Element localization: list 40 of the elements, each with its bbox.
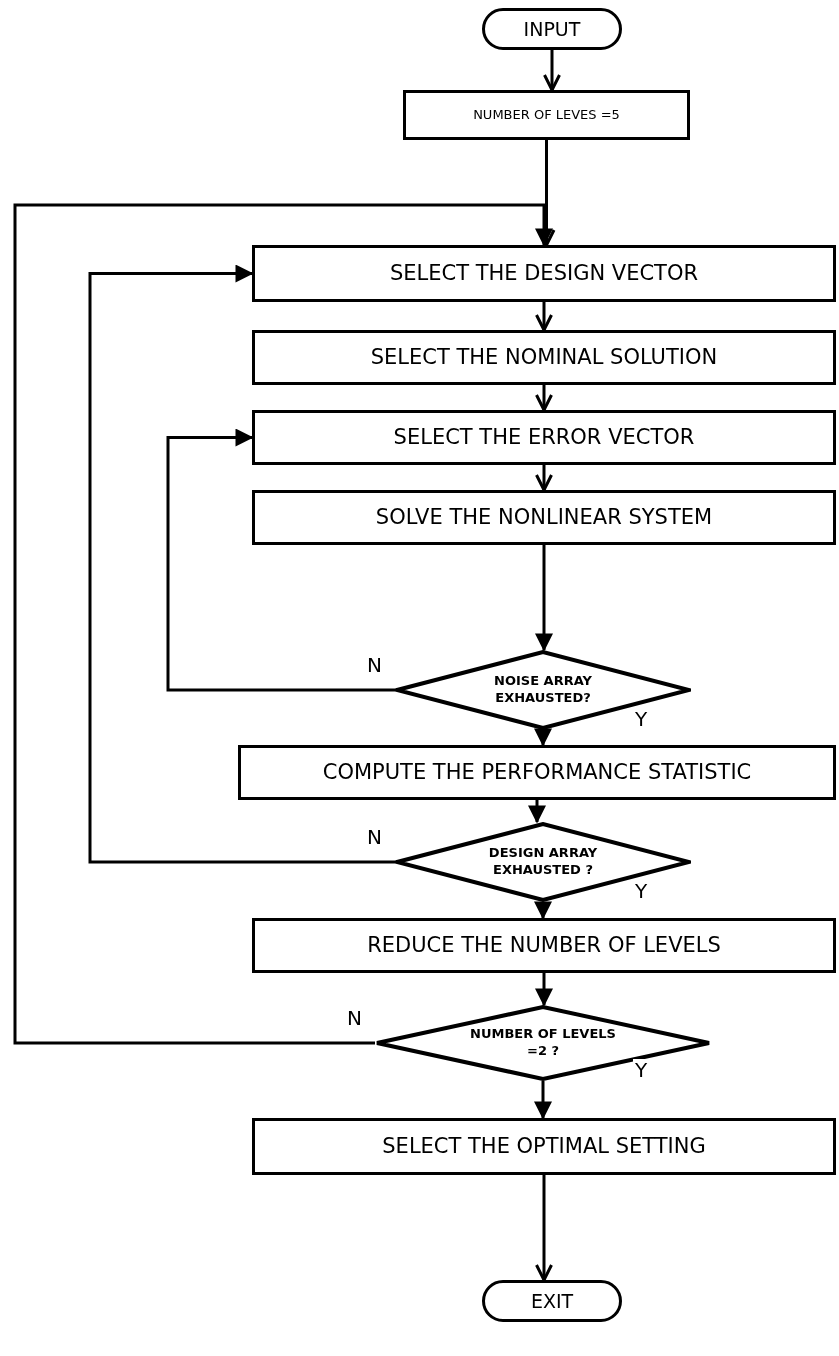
decision-diamond	[395, 822, 691, 902]
node-label: REDUCE THE NUMBER OF LEVELS	[367, 931, 721, 959]
arrow	[535, 545, 553, 652]
process-box	[252, 490, 836, 545]
arrow	[534, 1081, 552, 1120]
decision-diamond	[395, 650, 691, 730]
arrow	[543, 50, 561, 92]
node-label: DESIGN ARRAY EXHAUSTED ?	[487, 845, 599, 879]
node-label: NOISE ARRAY EXHAUSTED?	[493, 673, 593, 707]
node-label: SOLVE THE NONLINEAR SYSTEM	[375, 503, 713, 531]
node-label: NUMBER OF LEVELS =2 ?	[469, 1026, 617, 1060]
process-box	[252, 330, 836, 385]
arrow	[535, 302, 553, 332]
arrow	[535, 385, 553, 412]
node-label: INPUT	[523, 16, 581, 42]
arrow	[535, 465, 553, 492]
node-label: SELECT THE NOMINAL SOLUTION	[370, 343, 718, 371]
terminal-box	[482, 8, 622, 50]
arrow	[13, 203, 553, 1045]
arrow	[166, 428, 395, 692]
arrow	[535, 1175, 553, 1282]
arrow	[535, 973, 553, 1007]
process-box	[252, 918, 836, 973]
process-box	[252, 410, 836, 465]
node-label: SELECT THE DESIGN VECTOR	[389, 259, 699, 287]
process-box	[252, 245, 836, 302]
node-label: EXIT	[530, 1288, 574, 1314]
decision-diamond	[375, 1005, 711, 1081]
arrow	[528, 800, 546, 824]
arrow	[88, 264, 395, 864]
terminal-box	[482, 1280, 622, 1322]
node-label: COMPUTE THE PERFORMANCE STATISTIC	[322, 758, 752, 786]
node-label: SELECT THE ERROR VECTOR	[393, 423, 695, 451]
node-label: SELECT THE OPTIMAL SETTING	[382, 1132, 706, 1160]
node-label: NUMBER OF LEVES =5	[473, 106, 620, 124]
arrow	[534, 728, 552, 747]
arrow	[534, 901, 552, 920]
process-box	[403, 90, 690, 140]
process-box	[238, 745, 836, 800]
process-box	[252, 1118, 836, 1175]
